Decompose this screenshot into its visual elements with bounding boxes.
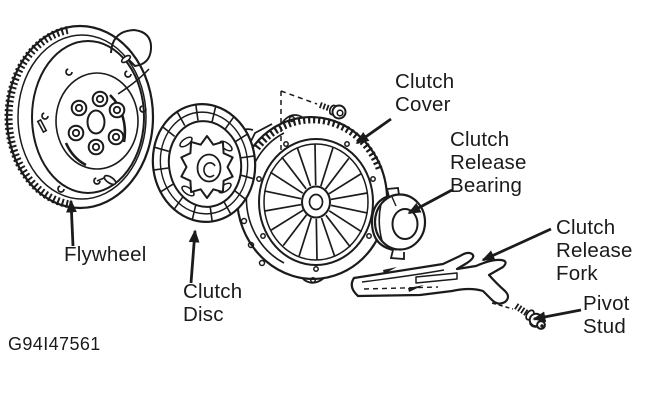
flywheel-label: Flywheel	[64, 243, 147, 266]
clutch-cover-drawing	[235, 114, 389, 284]
pivot-stud-arrow	[532, 308, 582, 323]
pivot-stud-label: Pivot Stud	[583, 292, 630, 338]
release-bearing-arrow	[407, 188, 453, 215]
clutch-cover-label: Clutch Cover	[395, 70, 455, 116]
clutch-release-bearing-label: Clutch Release Bearing	[450, 128, 527, 197]
clutch-cover-bolt-drawing	[280, 90, 347, 151]
flywheel-drawing	[4, 24, 155, 210]
clutch-disc-arrow	[188, 229, 200, 284]
figure-ref-code: G94I47561	[8, 334, 101, 354]
clutch-cover-arrow	[355, 117, 392, 145]
release-fork-drawing	[350, 251, 514, 310]
clutch-release-fork-label: Clutch Release Fork	[556, 216, 633, 285]
flywheel-arrow	[66, 199, 77, 247]
release-fork-arrow	[481, 227, 552, 262]
clutch-disc-drawing	[151, 103, 257, 223]
clutch-disc-label: Clutch Disc	[183, 280, 243, 326]
callout-arrows	[66, 117, 582, 323]
